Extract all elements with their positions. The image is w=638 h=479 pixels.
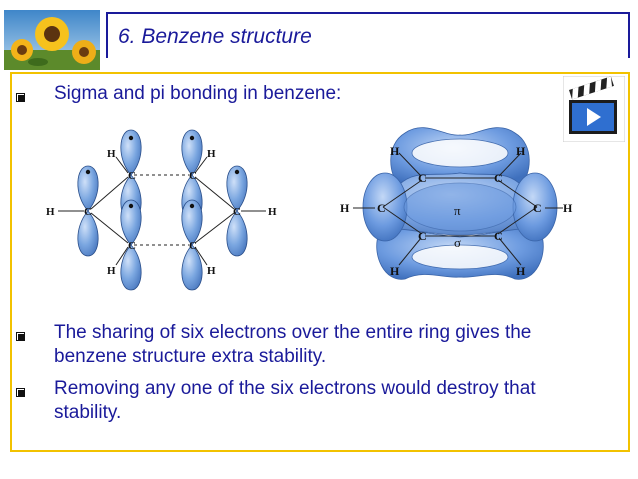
p-orbitals-diagram: C C C C C C H H H H H H	[40, 120, 290, 295]
atom-label: H	[207, 148, 216, 160]
content-frame	[10, 72, 630, 452]
title-bar: 6. Benzene structure	[106, 12, 630, 58]
atom-label: H	[516, 264, 526, 278]
movie-clip-icon[interactable]	[562, 75, 626, 143]
atom-label: H	[516, 144, 526, 158]
atom-label: C	[128, 170, 136, 182]
bullet-1-icon	[15, 92, 27, 104]
atom-label: H	[390, 264, 400, 278]
atom-label: H	[268, 206, 277, 218]
bullet-1-text: Sigma and pi bonding in benzene:	[54, 83, 342, 104]
bullet-3-icon	[15, 387, 27, 399]
atom-label: C	[377, 201, 386, 215]
atom-label: H	[390, 144, 400, 158]
sigma-label: σ	[454, 235, 461, 250]
atom-label: C	[189, 240, 197, 252]
atom-label: C	[84, 206, 92, 218]
pi-label: π	[454, 203, 461, 218]
atom-label: C	[233, 206, 241, 218]
atom-label: C	[128, 240, 136, 252]
bullet-3-text: Removing any one of the six electrons wo…	[54, 378, 536, 423]
pi-cloud-diagram: C C C C C C H H H H H H π σ	[335, 115, 585, 295]
sunflower-thumbnail	[4, 10, 100, 70]
atom-label: H	[340, 201, 350, 215]
atom-label: H	[107, 148, 116, 160]
atom-label: C	[533, 201, 542, 215]
bullet-2-text: The sharing of six electrons over the en…	[54, 322, 532, 367]
atom-label: C	[418, 171, 427, 185]
atom-label: C	[418, 229, 427, 243]
bullet-2-icon	[15, 331, 27, 343]
atom-label: C	[494, 171, 503, 185]
atom-label: H	[563, 201, 573, 215]
atom-label: C	[494, 229, 503, 243]
atom-label: H	[46, 206, 55, 218]
atom-label: C	[189, 170, 197, 182]
atom-label: H	[107, 265, 116, 277]
slide-title: 6. Benzene structure	[118, 25, 312, 48]
atom-label: H	[207, 265, 216, 277]
